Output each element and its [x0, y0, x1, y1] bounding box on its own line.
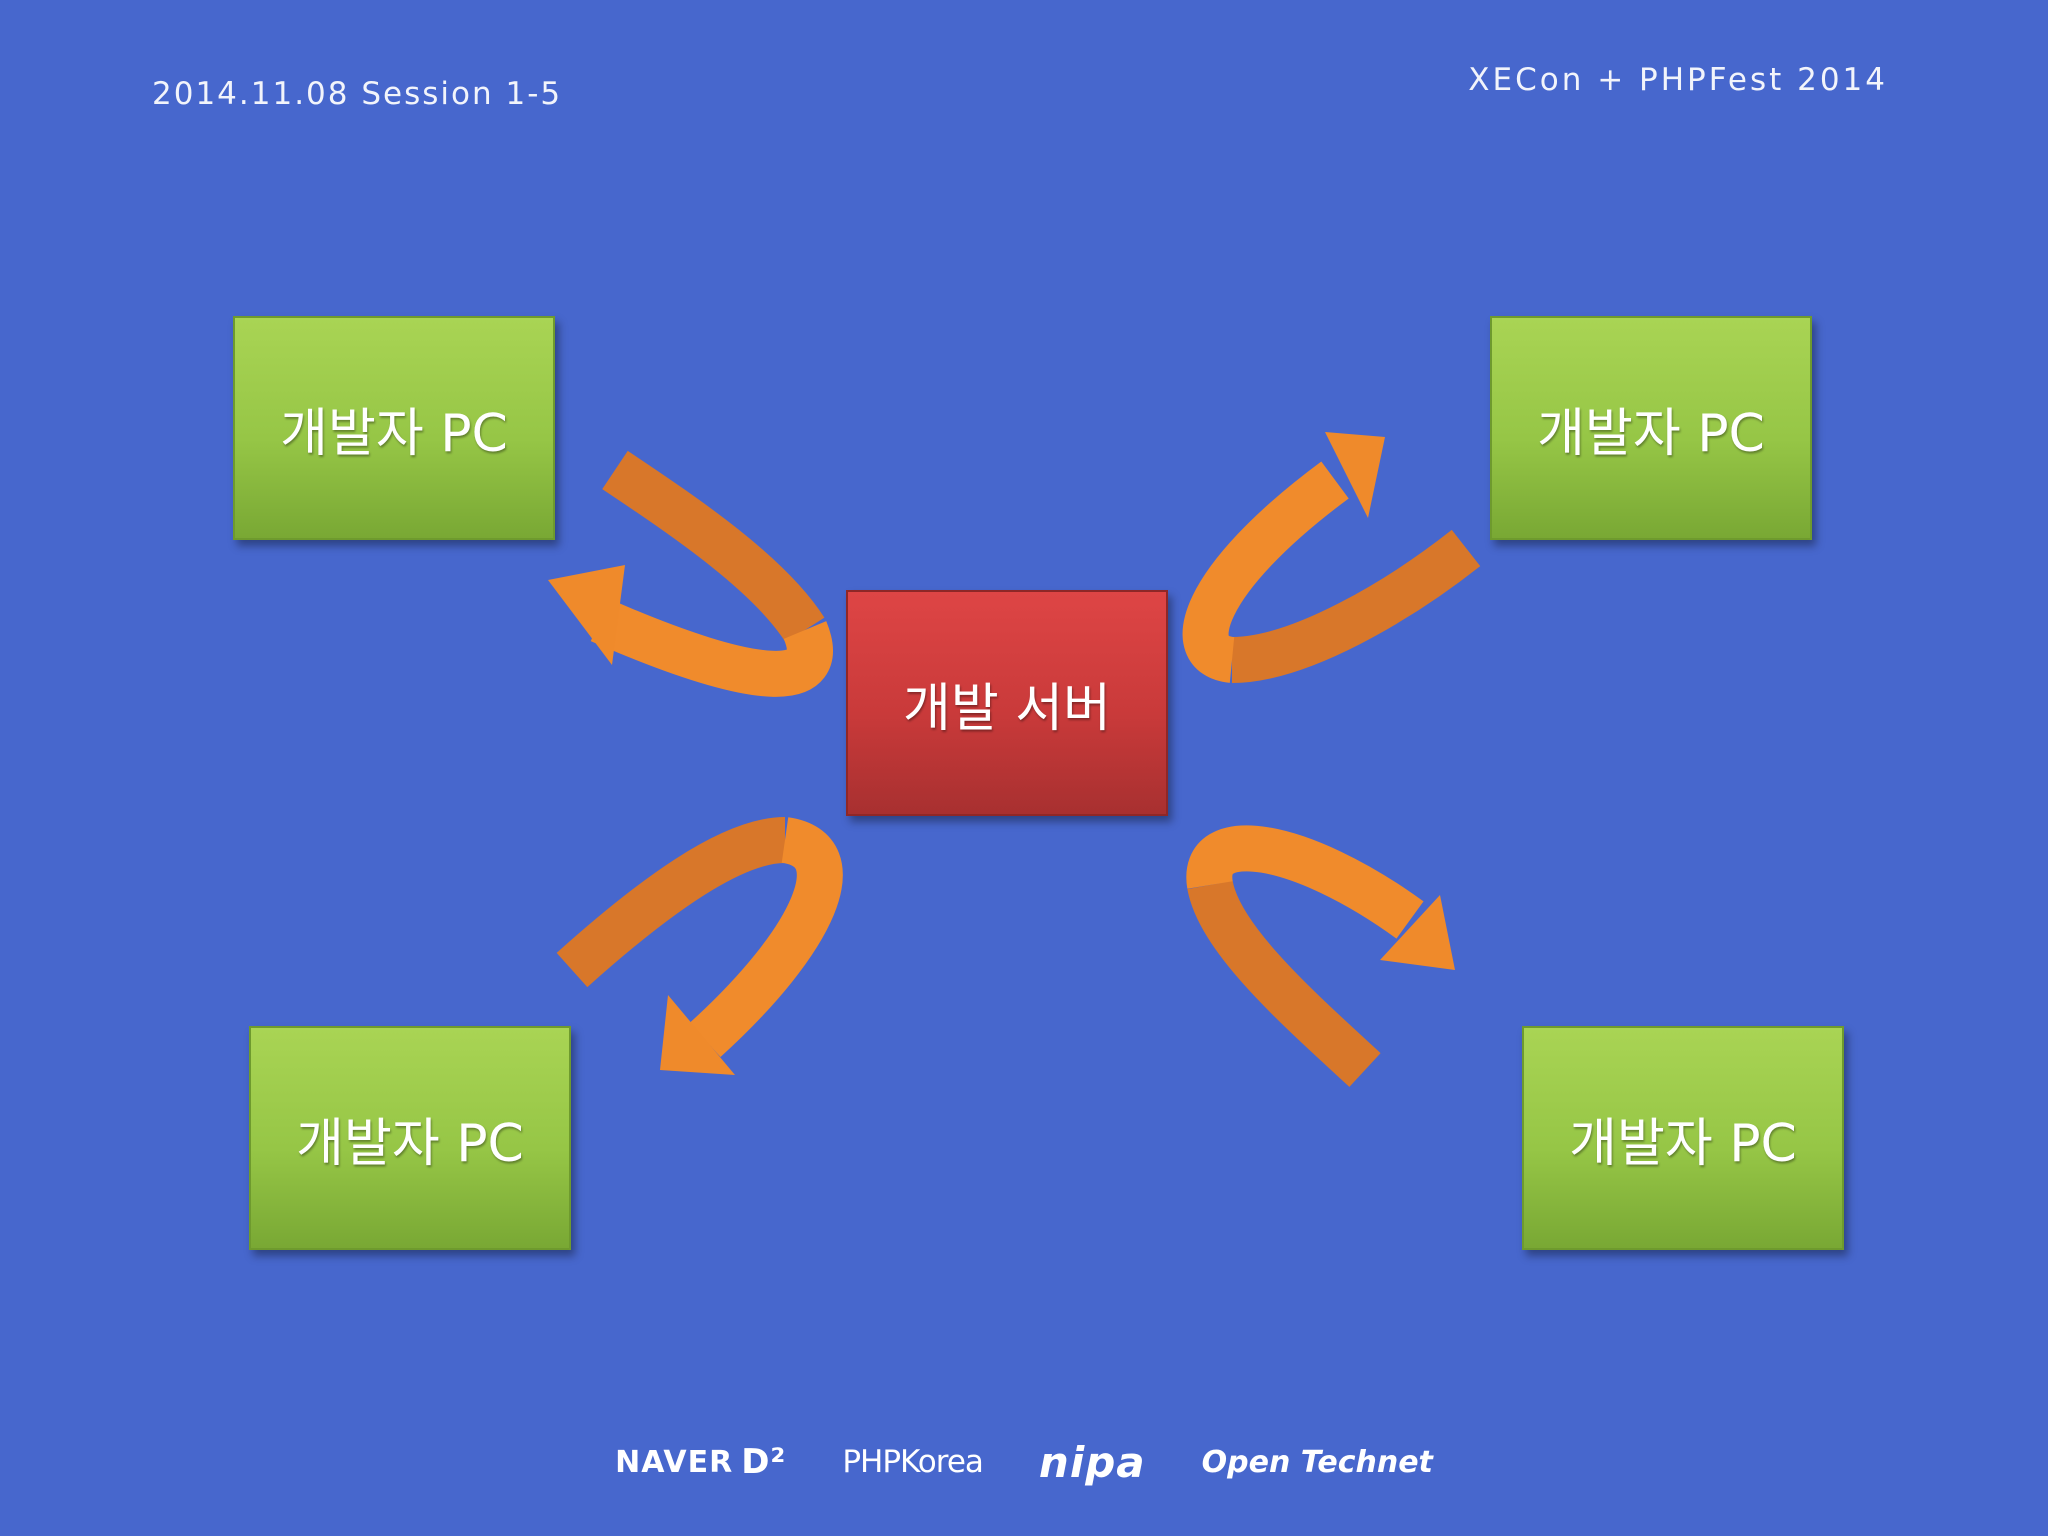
- developer-pc-label: 개발자 PC: [296, 1113, 524, 1174]
- developer-pc-label: 개발자 PC: [280, 403, 508, 464]
- arrow-to-pc-top-left: [548, 450, 833, 697]
- open-technet-logo: Open Technet: [1201, 1444, 1433, 1480]
- nipa-logo: nipa: [1038, 1437, 1146, 1487]
- development-server: 개발 서버: [846, 590, 1168, 816]
- naver-wordmark: NAVER: [615, 1444, 734, 1480]
- arrow-to-pc-top-right: [1182, 432, 1481, 683]
- sponsor-logos: NAVER D² PHPKorea nipa Open Technet: [0, 1432, 2048, 1492]
- d2-mark: D²: [741, 1442, 787, 1482]
- arrow-to-pc-bottom-left: [556, 817, 843, 1075]
- phpkorea-logo: PHPKorea: [842, 1444, 984, 1480]
- development-server-label: 개발 서버: [903, 678, 1111, 739]
- naver-d2-logo: NAVER D²: [615, 1442, 786, 1482]
- arrow-to-pc-bottom-right: [1186, 825, 1455, 1087]
- session-label: 2014.11.08 Session 1-5: [152, 76, 563, 112]
- event-title: XECon + PHPFest 2014: [1468, 62, 1888, 98]
- developer-pc-bottom-left: 개발자 PC: [249, 1026, 571, 1250]
- developer-pc-top-right: 개발자 PC: [1490, 316, 1812, 540]
- developer-pc-label: 개발자 PC: [1569, 1113, 1797, 1174]
- developer-pc-label: 개발자 PC: [1537, 403, 1765, 464]
- developer-pc-top-left: 개발자 PC: [233, 316, 555, 540]
- developer-pc-bottom-right: 개발자 PC: [1522, 1026, 1844, 1250]
